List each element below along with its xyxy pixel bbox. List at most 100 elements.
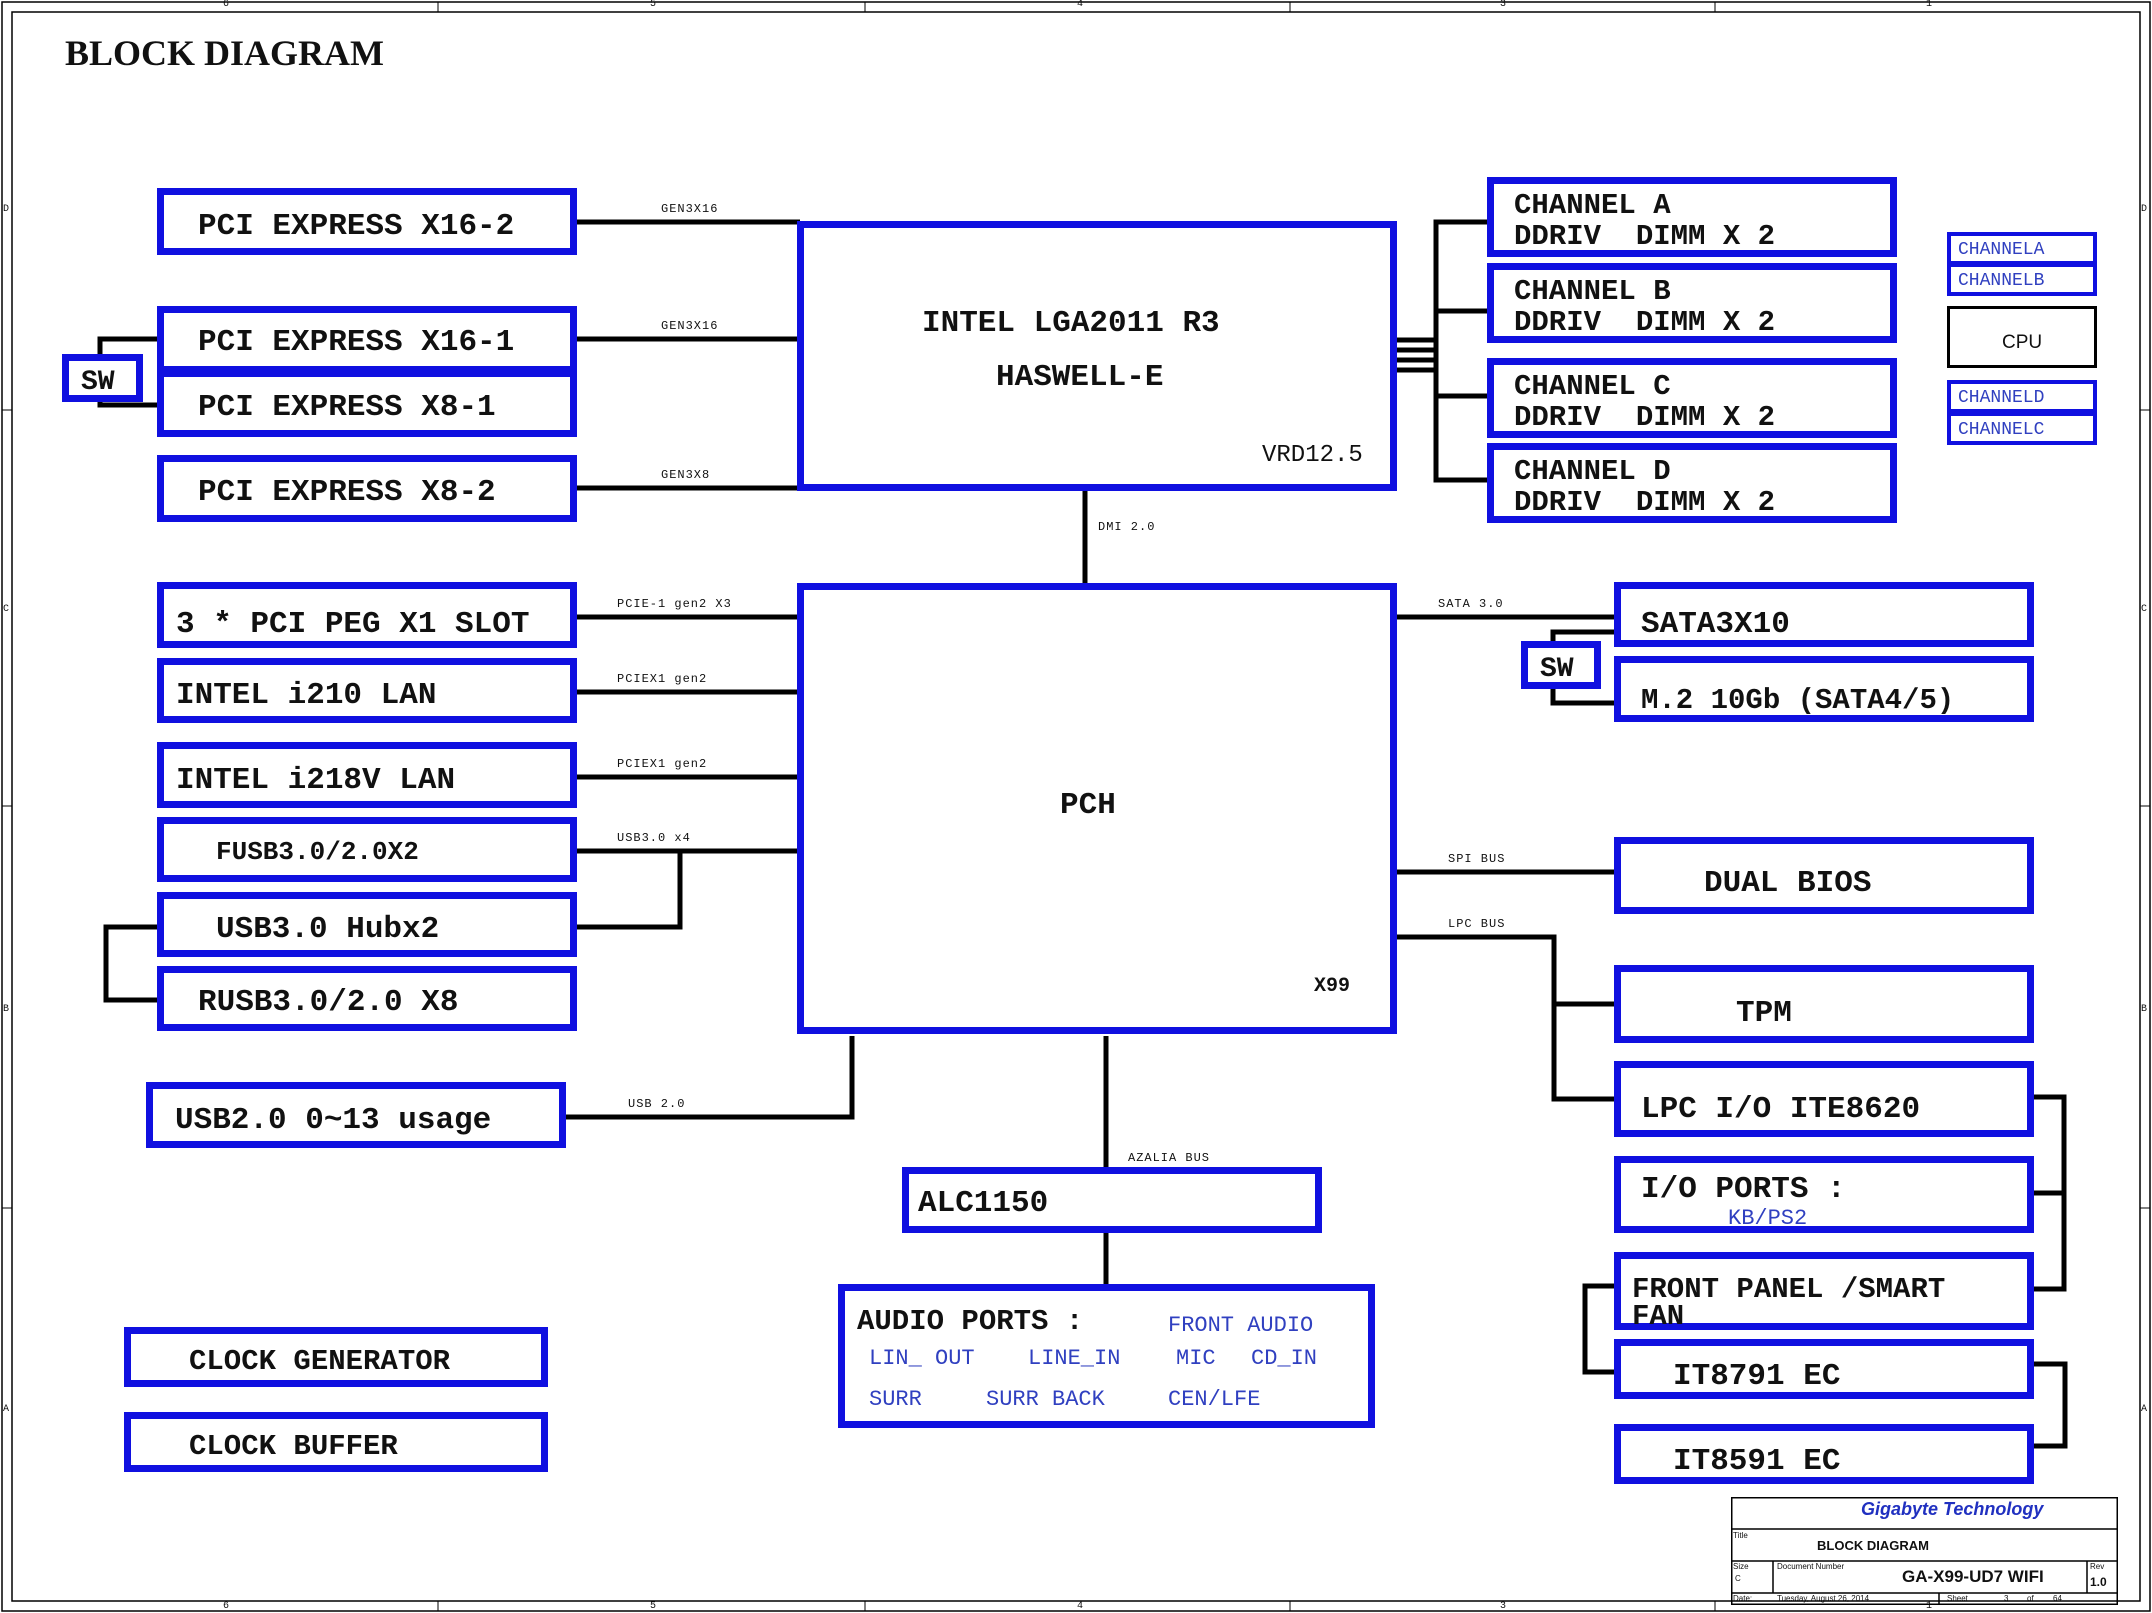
front-usb-header[interactable]: FUSB3.0/2.0X2	[157, 817, 577, 882]
it8791-ec[interactable]: IT8791 EC	[1614, 1339, 2034, 1399]
it8591-ec[interactable]: IT8591 EC	[1614, 1424, 2034, 1484]
pcie-x16-2-slot[interactable]: PCI EXPRESS X16-2	[157, 188, 577, 255]
sata-switch[interactable]: SW	[1521, 641, 1601, 689]
pcie-x8-1-slot[interactable]: PCI EXPRESS X8-1	[157, 370, 577, 437]
rev-value: 1.0	[2090, 1575, 2107, 1589]
rear-usb[interactable]: RUSB3.0/2.0 X8	[157, 966, 577, 1031]
tpm-label: TPM	[1736, 996, 1792, 1031]
memory-channel-name: CHANNEL D	[1514, 455, 1671, 488]
memory-channel-a[interactable]: CHANNEL A DDRIV DIMM X 2	[1487, 177, 1897, 257]
clock-buffer-label: CLOCK BUFFER	[189, 1430, 398, 1463]
it8791-label: IT8791 EC	[1673, 1359, 1841, 1394]
it8591-label: IT8591 EC	[1673, 1444, 1841, 1479]
border-row-label: D	[2141, 204, 2149, 215]
legend-channel-a: CHANNELA	[1947, 232, 2097, 265]
alc1150-label: ALC1150	[918, 1186, 1049, 1221]
sata-ports[interactable]: SATA3X10	[1614, 582, 2034, 647]
intel-i218v-lan[interactable]: INTEL i218V LAN	[157, 742, 577, 808]
border-col-label: 5	[650, 1601, 658, 1612]
usb3-hub[interactable]: USB3.0 Hubx2	[157, 892, 577, 957]
clock-generator[interactable]: CLOCK GENERATOR	[124, 1327, 548, 1387]
front-usb-label: FUSB3.0/2.0X2	[216, 837, 419, 867]
border-col-label: 6	[223, 0, 231, 10]
lpc-io-controller[interactable]: LPC I/O ITE8620	[1614, 1061, 2034, 1137]
docnum-value: GA-X99-UD7 WIFI	[1902, 1567, 2044, 1586]
border-row-label: B	[3, 1004, 11, 1015]
front-panel-smart-fan[interactable]: FRONT PANEL /SMART FAN	[1614, 1252, 2034, 1333]
audio-linein: LINE_IN	[1028, 1346, 1121, 1371]
pci-peg-x1-label: 3 * PCI PEG X1 SLOT	[176, 609, 530, 640]
io-ports[interactable]: I/O PORTS : KB/PS2	[1614, 1156, 2034, 1233]
memory-channel-type: DDRIV DIMM X 2	[1514, 220, 1776, 253]
usb20-ports[interactable]: USB2.0 0~13 usage	[146, 1082, 566, 1148]
front-panel-label-line1: FRONT PANEL /SMART	[1632, 1273, 1946, 1306]
bus-label-lpc: LPC BUS	[1448, 917, 1506, 931]
border-col-label: 3	[1500, 0, 1508, 10]
date-value: Tuesday, August 26, 2014	[1777, 1594, 1870, 1603]
pci-peg-x1-slot[interactable]: 3 * PCI PEG X1 SLOT	[157, 582, 577, 648]
bus-label-usb20: USB 2.0	[628, 1097, 686, 1111]
legend-cpu-label: CPU	[2002, 332, 2043, 353]
cpu-vrd-label: VRD12.5	[1262, 442, 1363, 469]
tpm[interactable]: TPM	[1614, 965, 2034, 1043]
dual-bios[interactable]: DUAL BIOS	[1614, 837, 2034, 914]
pcie-x16-1-label: PCI EXPRESS X16-1	[198, 325, 515, 360]
pcie-x8-1-label: PCI EXPRESS X8-1	[198, 390, 496, 425]
memory-channel-name: CHANNEL B	[1514, 275, 1671, 308]
border-row-label: D	[3, 204, 11, 215]
pcie-x16-2-label: PCI EXPRESS X16-2	[198, 209, 515, 244]
audio-lineout: LIN_ OUT	[869, 1346, 975, 1371]
bus-label-gen3x8: GEN3X8	[661, 468, 711, 482]
pcie-x16-1-slot[interactable]: PCI EXPRESS X16-1	[157, 306, 577, 373]
dual-bios-label: DUAL BIOS	[1704, 866, 1872, 901]
usb20-label: USB2.0 0~13 usage	[175, 1103, 492, 1138]
border-row-label: B	[2141, 1004, 2149, 1015]
usb3-hub-label: USB3.0 Hubx2	[216, 912, 440, 947]
pcie-switch-label: SW	[81, 367, 115, 398]
lpc-io-label: LPC I/O ITE8620	[1641, 1092, 1921, 1127]
intel-i218v-label: INTEL i218V LAN	[176, 763, 456, 798]
pch-label: PCH	[1060, 788, 1116, 823]
pcie-switch[interactable]: SW	[62, 354, 143, 402]
m2-label: M.2 10Gb (SATA4/5)	[1641, 684, 1955, 717]
intel-i210-lan[interactable]: INTEL i210 LAN	[157, 658, 577, 723]
m2-slot[interactable]: M.2 10Gb (SATA4/5)	[1614, 656, 2034, 722]
memory-channel-b[interactable]: CHANNEL B DDRIV DIMM X 2	[1487, 263, 1897, 343]
audio-front: FRONT AUDIO	[1168, 1313, 1314, 1338]
pch-chip-label: X99	[1314, 975, 1351, 998]
cpu-label-line1: INTEL LGA2011 R3	[922, 306, 1220, 341]
border-row-label: C	[2141, 604, 2149, 615]
front-panel-label-line2: FAN	[1632, 1300, 1685, 1333]
title-value: BLOCK DIAGRAM	[1817, 1538, 1929, 1553]
alc1150-codec[interactable]: ALC1150	[902, 1167, 1322, 1233]
title-label: Title	[1733, 1531, 1748, 1540]
memory-channel-d[interactable]: CHANNEL D DDRIV DIMM X 2	[1487, 443, 1897, 523]
memory-channel-name: CHANNEL C	[1514, 370, 1671, 403]
legend-channel-c-label: CHANNELC	[1958, 420, 2045, 440]
legend-cpu: CPU	[1947, 306, 2097, 368]
pch-block[interactable]: PCH X99	[797, 583, 1397, 1034]
connection-lines	[97, 219, 2068, 1449]
sheet-label: Sheet	[1947, 1594, 1968, 1603]
audio-ports[interactable]: AUDIO PORTS : FRONT AUDIO LIN_ OUT LINE_…	[838, 1284, 1375, 1428]
size-label: Size	[1733, 1562, 1749, 1571]
company-name: Gigabyte Technology	[1861, 1499, 2044, 1519]
bus-label-dmi: DMI 2.0	[1098, 520, 1156, 534]
size-value: C	[1735, 1574, 1741, 1583]
cpu-block[interactable]: INTEL LGA2011 R3 HASWELL-E VRD12.5	[797, 221, 1397, 491]
border-col-label: 6	[223, 1601, 231, 1612]
bus-label-pciex1: PCIEX1 gen2	[617, 672, 708, 686]
bus-label-azalia: AZALIA BUS	[1128, 1151, 1211, 1165]
bus-label-pcie1: PCIE-1 gen2 X3	[617, 597, 732, 611]
rev-label: Rev	[2090, 1562, 2105, 1571]
audio-cenlfe: CEN/LFE	[1168, 1387, 1261, 1412]
pcie-x8-2-slot[interactable]: PCI EXPRESS X8-2	[157, 455, 577, 522]
bus-label-gen3x16: GEN3X16	[661, 319, 719, 333]
sheet-value: 3	[2004, 1594, 2009, 1603]
audio-ports-title: AUDIO PORTS :	[857, 1305, 1084, 1338]
border-col-label: 1	[1926, 0, 1934, 10]
sheet-total: 64	[2053, 1594, 2062, 1603]
memory-channel-c[interactable]: CHANNEL C DDRIV DIMM X 2	[1487, 358, 1897, 438]
clock-buffer[interactable]: CLOCK BUFFER	[124, 1412, 548, 1472]
